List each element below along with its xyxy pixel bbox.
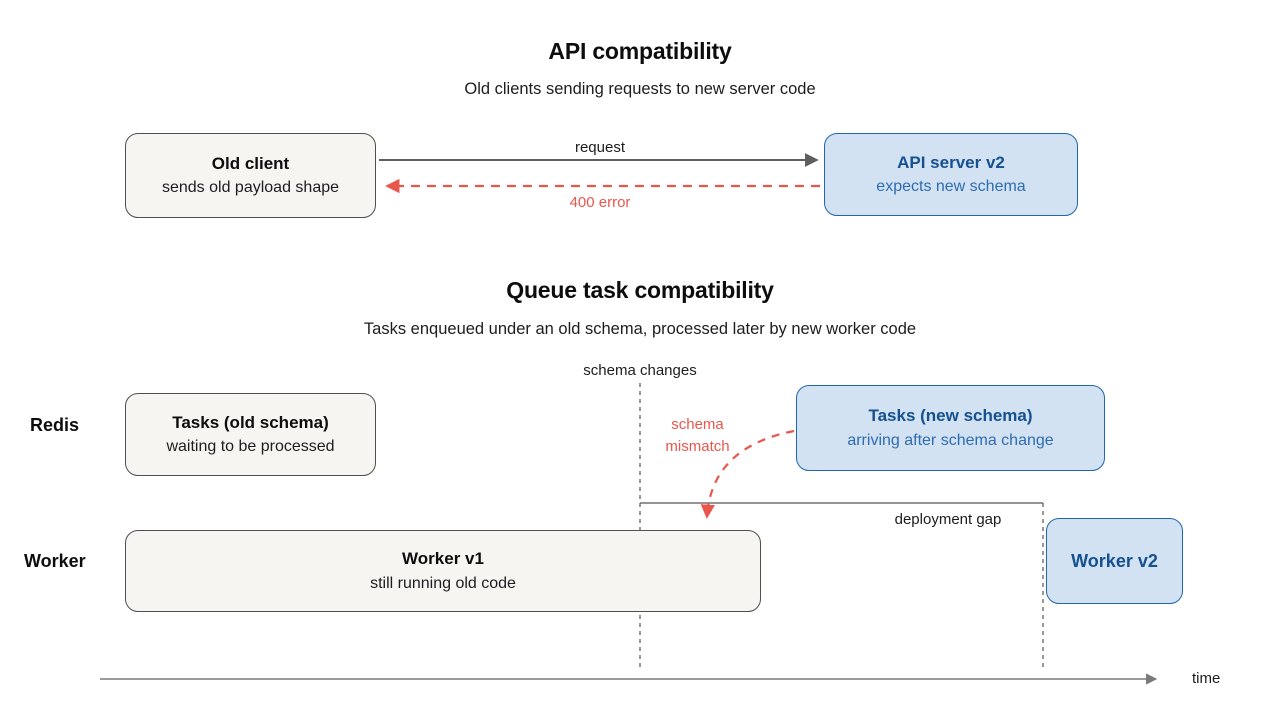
schema-mismatch-label: schema mismatch	[665, 416, 730, 455]
request-label: request	[574, 139, 626, 156]
tasks-new-title: Tasks (new schema)	[868, 406, 1033, 426]
api-server-subtitle: expects new schema	[876, 178, 1026, 196]
worker-v1-node: Worker v1 still running old code	[125, 530, 761, 612]
lane-label-redis: Redis	[30, 415, 80, 435]
worker-v2-node: Worker v2	[1046, 518, 1183, 604]
time-axis-label: time	[1192, 670, 1221, 687]
worker-v1-subtitle: still running old code	[370, 574, 516, 592]
old-client-title: Old client	[211, 153, 290, 173]
tasks-old-title: Tasks (old schema)	[172, 412, 329, 432]
tasks-old-node: Tasks (old schema) waiting to be process…	[125, 393, 376, 476]
old-client-node: Old client sends old payload shape	[125, 133, 376, 218]
worker-v1-title: Worker v1	[402, 549, 484, 569]
worker-v2-title: Worker v2	[1071, 550, 1158, 571]
lane-label-worker: Worker	[24, 551, 86, 571]
api-server-node: API server v2 expects new schema	[824, 133, 1078, 216]
api-server-title: API server v2	[897, 152, 1005, 172]
api-section-title: API compatibility	[548, 38, 732, 64]
tasks-old-subtitle: waiting to be processed	[166, 438, 335, 456]
tasks-new-node: Tasks (new schema) arriving after schema…	[796, 385, 1105, 471]
api-section-subtitle: Old clients sending requests to new serv…	[464, 80, 816, 98]
deployment-gap-label: deployment gap	[894, 511, 1002, 528]
queue-section-subtitle: Tasks enqueued under an old schema, proc…	[363, 320, 917, 338]
schema-mismatch-arrow	[700, 429, 795, 519]
queue-section-title: Queue task compatibility	[506, 277, 774, 303]
tasks-new-subtitle: arriving after schema change	[847, 431, 1054, 449]
error-label: 400 error	[569, 194, 631, 211]
old-client-subtitle: sends old payload shape	[161, 179, 340, 197]
schema-changes-label: schema changes	[583, 362, 697, 379]
